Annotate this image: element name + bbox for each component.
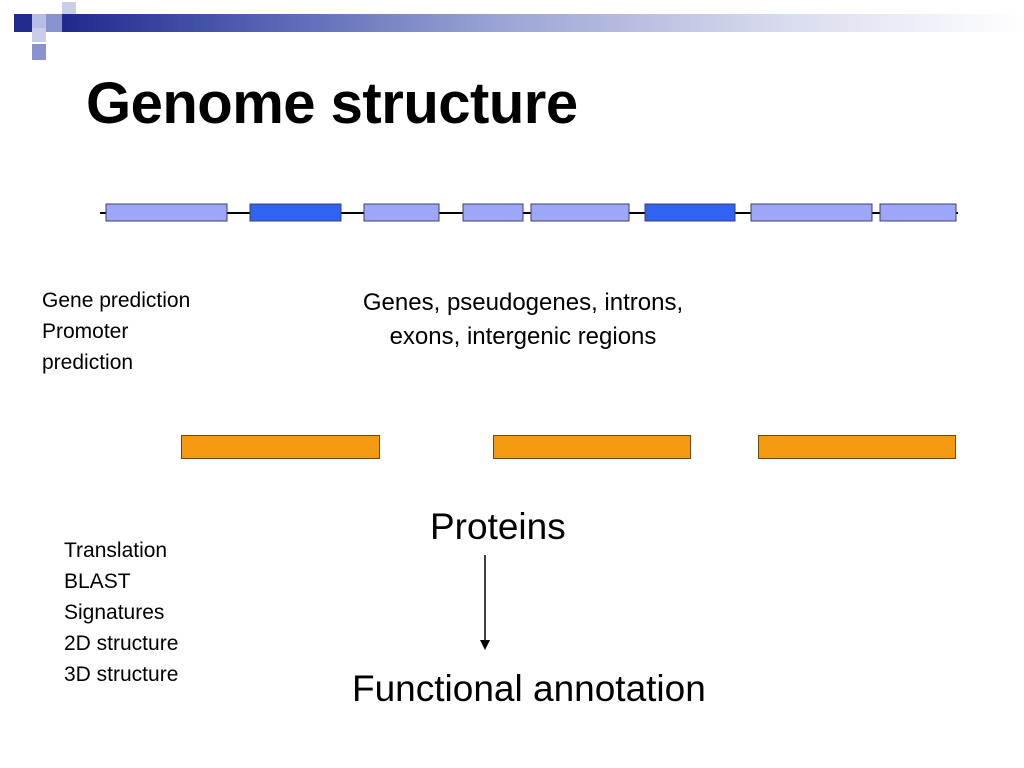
protein-method-item: BLAST	[64, 570, 131, 593]
genome-elements-line: exons, intergenic regions	[389, 323, 657, 350]
genome-elements-label: Genes, pseudogenes, introns, exons, inte…	[322, 286, 724, 354]
genome-segment-light	[105, 203, 228, 222]
arrow-head	[480, 640, 490, 650]
genome-segment-light	[750, 203, 873, 222]
functional-annotation-label: Functional annotation	[352, 668, 706, 709]
protein-method-item: 3D structure	[64, 663, 179, 686]
protein-method-item: 2D structure	[64, 632, 179, 655]
genome-elements-line: Genes, pseudogenes, introns,	[362, 289, 684, 316]
gene-method-item: Gene prediction	[42, 289, 191, 312]
protein-method-item: Signatures	[64, 601, 165, 624]
genome-segment-dark	[644, 203, 736, 222]
protein-methods-list: Translation BLAST Signatures 2D structur…	[64, 535, 178, 690]
decor-square-light	[32, 28, 46, 42]
gene-method-item: Promoter	[42, 320, 129, 343]
gene-methods-list: Gene prediction Promoter prediction	[42, 285, 190, 378]
genome-segment-light	[462, 203, 524, 222]
protein-bar	[181, 435, 380, 459]
protein-bar	[758, 435, 956, 459]
decor-square-dark	[14, 14, 32, 32]
decor-square-light	[32, 14, 46, 28]
genome-segment-light	[363, 203, 440, 222]
corner-decoration	[14, 2, 76, 60]
genome-segment-light	[879, 203, 957, 222]
title-gradient-bar	[62, 14, 1024, 32]
genome-segment-dark	[249, 203, 342, 222]
proteins-label: Proteins	[430, 506, 566, 547]
decor-square-light	[62, 2, 76, 16]
genome-track	[100, 203, 958, 222]
protein-bar	[493, 435, 691, 459]
protein-method-item: Translation	[64, 539, 168, 562]
genome-segment-light	[530, 203, 630, 222]
page-title: Genome structure	[86, 71, 578, 136]
decor-square-mid	[32, 44, 46, 60]
decor-square-mid	[46, 14, 62, 32]
gene-method-item: prediction	[42, 351, 134, 374]
